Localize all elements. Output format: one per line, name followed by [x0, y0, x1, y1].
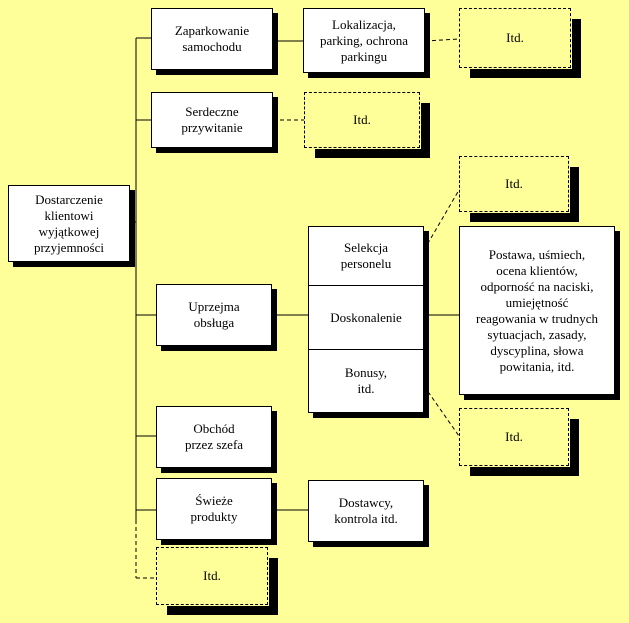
link-staff-etc — [423, 189, 460, 251]
link-parking-etc — [424, 38, 460, 42]
branch-service: Uprzejma obsługa — [156, 284, 272, 346]
detail-suppliers: Dostawcy, kontrola itd. — [308, 480, 424, 542]
branch-welcome: Serdeczne przywitanie — [151, 92, 273, 148]
service-stack: Selekcja personelu Doskonalenie Bonusy, … — [308, 226, 424, 413]
root-node: Dostarczenie klientowi wyjątkowej przyje… — [8, 185, 130, 262]
detail-training-description: Postawa, uśmiech, ocena klientów, odporn… — [459, 226, 615, 395]
detail-bonuses-etc: Itd. — [459, 408, 579, 476]
link-bonuses-etc — [423, 385, 460, 437]
stack-item-training: Doskonalenie — [309, 285, 423, 349]
branch-fresh-products: Świeże produkty — [156, 478, 272, 540]
detail-welcome-etc: Itd. — [304, 92, 430, 158]
detail-staff-etc: Itd. — [459, 156, 579, 222]
branch-chef-round: Obchód przez szefa — [156, 406, 272, 468]
branch-etc: Itd. — [156, 547, 278, 615]
detail-parking-etc: Itd. — [459, 8, 581, 78]
stack-item-bonuses: Bonusy, itd. — [309, 349, 423, 412]
stack-item-staff-selection: Selekcja personelu — [340, 240, 392, 271]
detail-parking: Lokalizacja, parking, ochrona parkingu — [303, 8, 425, 73]
branch-parking: Zaparkowanie samochodu — [151, 8, 273, 70]
